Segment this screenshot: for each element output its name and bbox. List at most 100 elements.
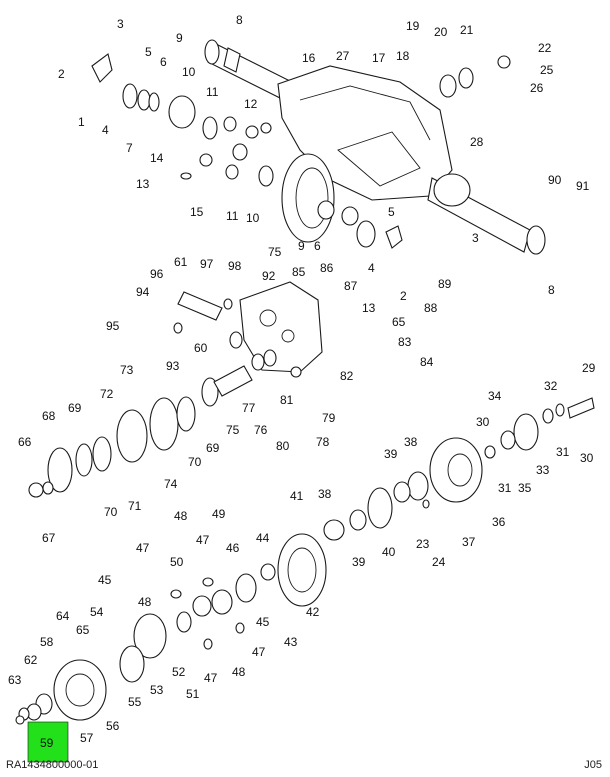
callout-50: 50 bbox=[170, 555, 184, 569]
callout-66: 66 bbox=[18, 435, 32, 449]
callout-10: 10 bbox=[246, 211, 260, 225]
callout-26: 26 bbox=[530, 81, 544, 95]
callout-64: 64 bbox=[56, 609, 70, 623]
callout-33: 33 bbox=[536, 463, 550, 477]
callout-70: 70 bbox=[104, 505, 118, 519]
callout-87: 87 bbox=[344, 279, 358, 293]
yoke-parts bbox=[173, 291, 243, 349]
callout-69: 69 bbox=[68, 401, 82, 415]
callout-5: 5 bbox=[145, 45, 152, 59]
callout-85: 85 bbox=[292, 265, 306, 279]
callout-92: 92 bbox=[262, 269, 276, 283]
highlighted-callout-59: 59 bbox=[27, 721, 69, 763]
callout-19: 19 bbox=[406, 19, 420, 33]
callout-8: 8 bbox=[236, 13, 243, 27]
callout-73: 73 bbox=[120, 363, 134, 377]
callout-24: 24 bbox=[432, 555, 446, 569]
callout-79: 79 bbox=[322, 411, 336, 425]
callout-83: 83 bbox=[398, 335, 412, 349]
callout-78: 78 bbox=[316, 435, 330, 449]
callout-4: 4 bbox=[102, 123, 109, 137]
callout-48: 48 bbox=[138, 595, 152, 609]
callout-95: 95 bbox=[106, 319, 120, 333]
callout-55: 55 bbox=[128, 695, 142, 709]
callout-52: 52 bbox=[172, 665, 186, 679]
callout-63: 63 bbox=[8, 673, 22, 687]
callout-29: 29 bbox=[582, 361, 596, 375]
callout-2: 2 bbox=[58, 67, 65, 81]
callout-10: 10 bbox=[182, 65, 196, 79]
callout-57: 57 bbox=[80, 731, 94, 745]
callout-65: 65 bbox=[76, 623, 90, 637]
callout-86: 86 bbox=[320, 261, 334, 275]
callout-41: 41 bbox=[290, 489, 304, 503]
callout-25: 25 bbox=[540, 63, 554, 77]
callout-23: 23 bbox=[416, 537, 430, 551]
callout-7: 7 bbox=[126, 141, 133, 155]
callout-9: 9 bbox=[176, 31, 183, 45]
carrier-housing bbox=[239, 281, 323, 373]
callout-59: 59 bbox=[40, 736, 54, 750]
callout-20: 20 bbox=[434, 25, 448, 39]
callout-75: 75 bbox=[226, 423, 240, 437]
drawing-number: RA1434800000-01 bbox=[6, 759, 99, 771]
callout-9: 9 bbox=[298, 239, 305, 253]
callout-96: 96 bbox=[150, 267, 164, 281]
callout-54: 54 bbox=[90, 605, 104, 619]
callout-31: 31 bbox=[498, 481, 512, 495]
callout-88: 88 bbox=[424, 301, 438, 315]
callout-56: 56 bbox=[106, 719, 120, 733]
callout-35: 35 bbox=[518, 481, 532, 495]
callout-84: 84 bbox=[420, 355, 434, 369]
callout-80: 80 bbox=[276, 439, 290, 453]
lower-differential-assembly bbox=[15, 533, 327, 725]
callout-16: 16 bbox=[302, 51, 316, 65]
callout-67: 67 bbox=[42, 531, 56, 545]
callout-91: 91 bbox=[576, 179, 590, 193]
callout-70: 70 bbox=[188, 455, 202, 469]
callout-37: 37 bbox=[462, 535, 476, 549]
callout-18: 18 bbox=[396, 49, 410, 63]
callout-45: 45 bbox=[98, 573, 112, 587]
callout-98: 98 bbox=[228, 259, 242, 273]
callout-93: 93 bbox=[166, 359, 180, 373]
callout-3: 3 bbox=[117, 17, 124, 31]
differential-small-parts-top bbox=[91, 53, 511, 249]
callout-74: 74 bbox=[164, 477, 178, 491]
callout-40: 40 bbox=[382, 545, 396, 559]
callout-2: 2 bbox=[400, 289, 407, 303]
callout-30: 30 bbox=[476, 415, 490, 429]
callout-11: 11 bbox=[226, 209, 239, 223]
callout-94: 94 bbox=[136, 285, 150, 299]
callout-47: 47 bbox=[136, 541, 150, 555]
callout-1: 1 bbox=[78, 115, 85, 129]
callout-75: 75 bbox=[268, 245, 282, 259]
callout-34: 34 bbox=[488, 389, 502, 403]
callout-47: 47 bbox=[196, 533, 210, 547]
callout-13: 13 bbox=[362, 301, 376, 315]
callout-labels: 8 3 2 5 6 9 10 1 4 7 11 12 14 13 15 11 1… bbox=[8, 13, 596, 745]
callout-39: 39 bbox=[352, 555, 366, 569]
callout-69: 69 bbox=[206, 441, 220, 455]
callout-27: 27 bbox=[336, 49, 350, 63]
callout-38: 38 bbox=[318, 487, 332, 501]
callout-58: 58 bbox=[40, 635, 54, 649]
callout-44: 44 bbox=[256, 531, 270, 545]
callout-42: 42 bbox=[306, 605, 320, 619]
callout-31: 31 bbox=[556, 445, 570, 459]
callout-21: 21 bbox=[460, 23, 474, 37]
inter-axle-parts bbox=[323, 397, 595, 541]
callout-72: 72 bbox=[100, 387, 114, 401]
callout-12: 12 bbox=[244, 97, 258, 111]
callout-47: 47 bbox=[252, 645, 266, 659]
callout-15: 15 bbox=[190, 205, 204, 219]
callout-89: 89 bbox=[438, 277, 452, 291]
callout-6: 6 bbox=[314, 239, 321, 253]
callout-81: 81 bbox=[280, 393, 294, 407]
callout-4: 4 bbox=[368, 261, 375, 275]
callout-6: 6 bbox=[160, 55, 167, 69]
callout-76: 76 bbox=[254, 423, 268, 437]
callout-62: 62 bbox=[24, 653, 38, 667]
callout-97: 97 bbox=[200, 257, 214, 271]
